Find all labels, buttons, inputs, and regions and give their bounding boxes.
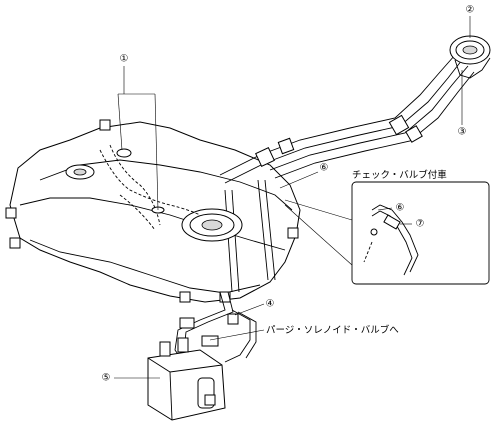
check-valve-detail (284, 181, 490, 285)
callout-6-detail: ⑥ (396, 203, 405, 214)
callout-3: ③ (458, 127, 467, 138)
callout-4: ④ (266, 299, 275, 310)
callout-6: ⑥ (320, 163, 329, 174)
callout-2: ② (466, 5, 475, 16)
fuel-tank (5, 119, 301, 303)
purge-solenoid-label: パージ・ソレノイド・バルブへ (266, 324, 399, 336)
callout-5: ⑤ (102, 373, 111, 384)
charcoal-canister (147, 337, 226, 421)
leader-lines (114, 16, 471, 379)
callout-7-detail: ⑦ (416, 219, 425, 230)
callout-1: ① (120, 54, 129, 65)
filler-pipe (219, 35, 491, 184)
check-valve-note: チェック・バルブ付車 (352, 169, 447, 181)
callout-numbers: ① ② ③ ⑥ ⑥ ⑦ ④ ⑤ (102, 5, 475, 384)
